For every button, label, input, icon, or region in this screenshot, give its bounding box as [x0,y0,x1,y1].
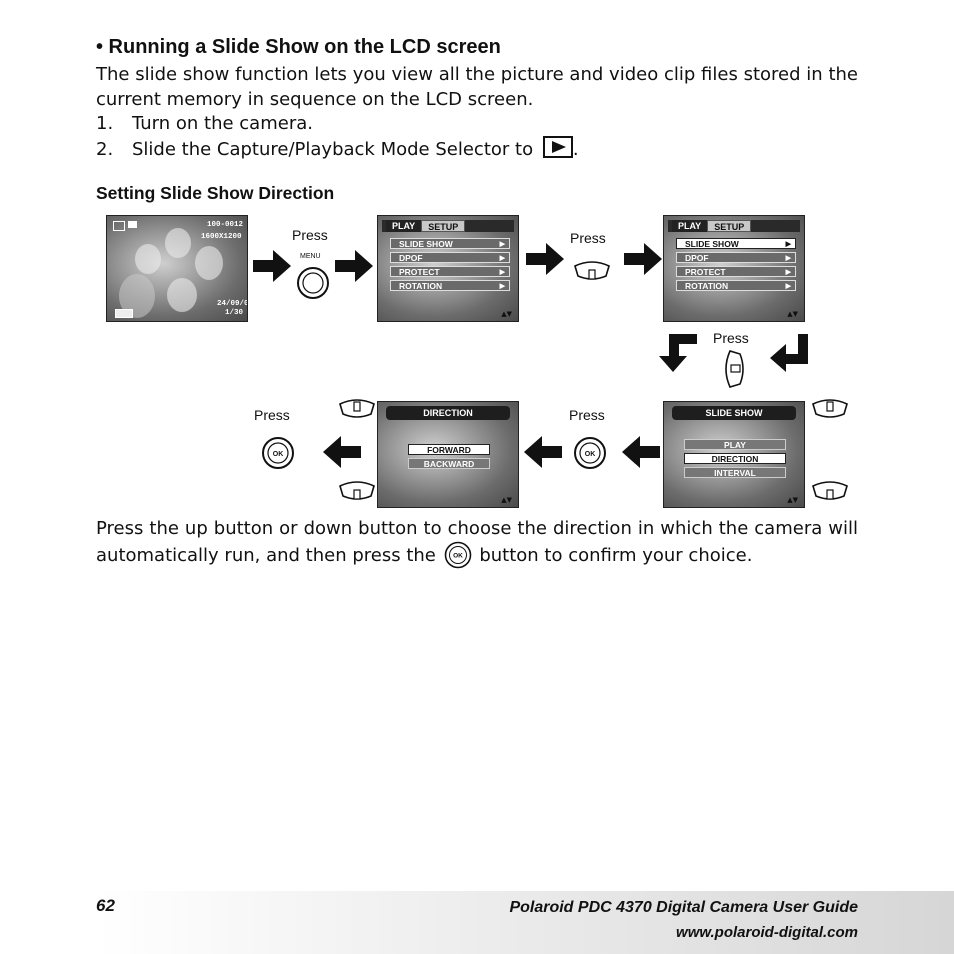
down-button-icon[interactable] [810,480,850,504]
tab-setup: SETUP [707,220,752,232]
ok-label: OK [585,451,596,458]
press-label: Press [254,407,290,423]
press-label: Press [292,227,328,243]
direction-menu-title: DIRECTION [386,406,510,420]
intro-paragraph: The slide show function lets you view al… [96,64,858,110]
step-1: 1. Turn on the camera. [96,111,313,136]
up-button-icon[interactable] [337,398,377,422]
direction-item-backward: BACKWARD [408,458,490,469]
tab-setup: SETUP [421,220,466,232]
instruction-text-after: button to confirm your choice. [479,545,753,566]
image-date: 24/09/03 [217,300,247,308]
instruction-text-before: Press the up button or down button to ch… [96,518,858,566]
updown-indicator: ▲▼ [501,310,512,318]
slideshow-item-interval: INTERVAL [684,467,786,478]
down-button-icon[interactable] [337,480,377,504]
arrow-right-icon [253,250,291,282]
footer-band [0,891,954,954]
direction-item-forward: FORWARD [408,444,490,455]
menu-item-dpof: DPOF▶ [390,252,510,263]
step-2: 2. Slide the Capture/Playback Mode Select… [96,136,579,162]
press-label: Press [570,230,606,246]
instruction-paragraph: Press the up button or down button to ch… [96,516,858,569]
down-button-icon[interactable] [572,260,612,284]
guide-title: Polaroid PDC 4370 Digital Camera User Gu… [509,899,858,916]
updown-indicator: ▲▼ [501,496,512,504]
tab-play: PLAY [386,220,422,232]
arrow-right-icon [624,243,662,275]
arrow-left-icon [323,436,361,468]
menu-item-slide-show: SLIDE SHOW▶ [676,238,796,249]
arrow-left-icon [524,436,562,468]
arrow-down-left-icon [659,334,697,372]
menu-button-icon[interactable] [296,266,330,300]
ok-button-icon[interactable]: OK [573,436,607,470]
camera-icon [128,221,137,228]
ok-label: OK [273,451,284,458]
menu-label: MENU [300,253,321,260]
lcd-play-menu-selected-screen: PLAY SETUP SLIDE SHOW▶ DPOF▶ PROTECT▶ RO… [663,215,805,322]
guide-url: www.polaroid-digital.com [676,924,858,941]
step-1-text: Turn on the camera. [132,113,313,134]
slideshow-menu-title: SLIDE SHOW [672,406,796,420]
updown-indicator: ▲▼ [787,310,798,318]
lcd-slideshow-menu-screen: SLIDE SHOW PLAY DIRECTION INTERVAL ▲▼ [663,401,805,508]
playback-icon [113,221,125,231]
battery-icon [115,309,133,318]
menu-item-rotation: ROTATION▶ [676,280,796,291]
menu-item-protect: PROTECT▶ [390,266,510,277]
step-1-number: 1. [96,113,114,134]
step-2-text: Slide the Capture/Playback Mode Selector… [132,139,534,160]
image-size: 1600X1200 [201,233,242,241]
arrow-right-icon [526,243,564,275]
press-label: Press [713,330,749,346]
lcd-direction-menu-screen: DIRECTION FORWARD BACKWARD ▲▼ [377,401,519,508]
up-button-icon[interactable] [810,398,850,422]
step-2-suffix: . [572,139,579,160]
arrow-left-icon [622,436,660,468]
image-count: 1/30 [225,309,244,317]
ok-label: OK [453,553,463,560]
menu-item-protect: PROTECT▶ [676,266,796,277]
lcd-play-menu-screen: PLAY SETUP SLIDE SHOW▶ DPOF▶ PROTECT▶ RO… [377,215,519,322]
menu-item-rotation: ROTATION▶ [390,280,510,291]
down-button-icon[interactable] [724,348,748,390]
lcd-photo-screen: 100-0012 1600X1200 24/09/03 1/30 [106,215,248,322]
slideshow-item-play: PLAY [684,439,786,450]
arrow-down-right-icon [770,334,808,372]
updown-indicator: ▲▼ [787,496,798,504]
press-label: Press [569,407,605,423]
step-2-number: 2. [96,139,114,160]
playback-mode-icon [542,136,573,158]
section-heading: • Running a Slide Show on the LCD screen [96,36,501,58]
menu-item-slide-show: SLIDE SHOW▶ [390,238,510,249]
arrow-right-icon [335,250,373,282]
ok-button-icon: OK [444,541,471,569]
menu-item-dpof: DPOF▶ [676,252,796,263]
page-number: 62 [96,896,115,915]
file-number: 100-0012 [207,221,244,229]
slideshow-item-direction: DIRECTION [684,453,786,464]
tab-play: PLAY [672,220,708,232]
ok-button-icon[interactable]: OK [261,436,295,470]
subsection-heading: Setting Slide Show Direction [96,183,335,203]
